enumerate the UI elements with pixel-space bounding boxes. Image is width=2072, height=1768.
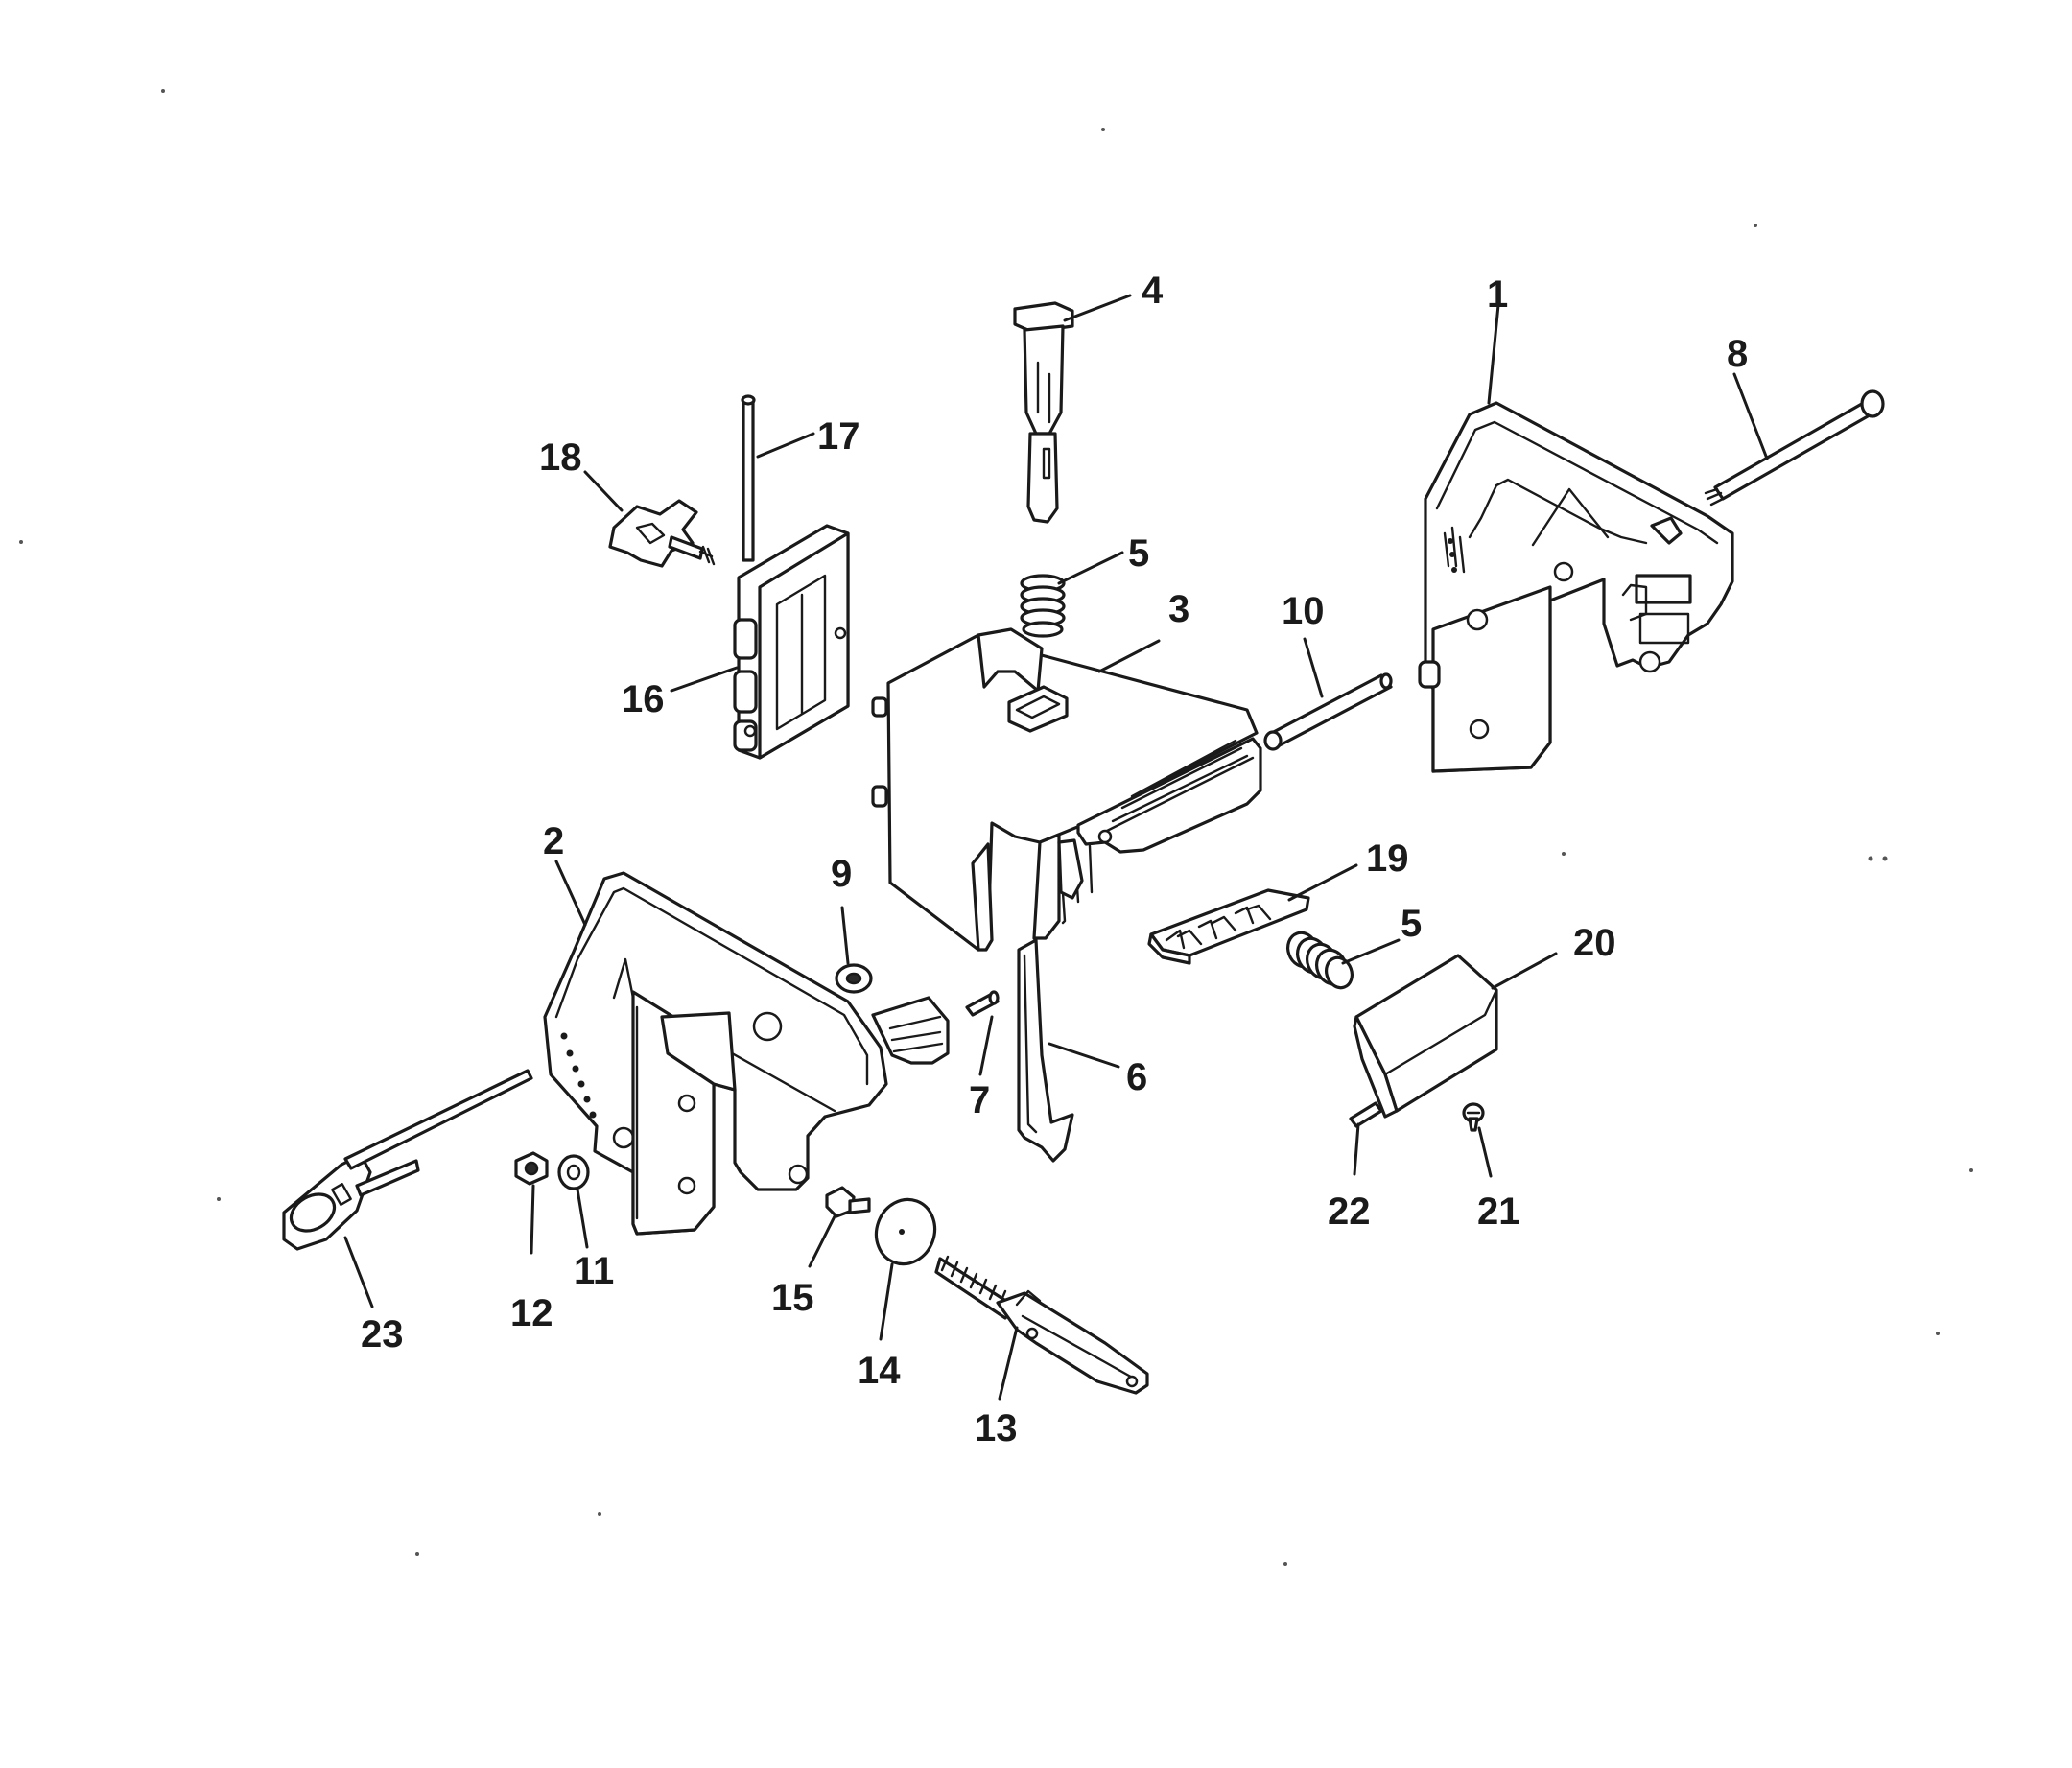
part-19-clip-plate <box>1147 888 1310 965</box>
callout-6: 6 <box>1126 1056 1147 1098</box>
callout-12: 12 <box>510 1292 553 1334</box>
part-23-handle-rod <box>282 1069 533 1251</box>
part-5-spring-lower <box>1286 931 1354 990</box>
callout-8: 8 <box>1727 333 1748 375</box>
callout-16: 16 <box>622 678 665 720</box>
part-12-nut <box>514 1151 549 1186</box>
callout-23: 23 <box>361 1313 404 1355</box>
callout-14: 14 <box>858 1350 901 1392</box>
part-17-rod <box>741 394 756 562</box>
part-9-washer <box>835 963 873 994</box>
callout-9: 9 <box>831 853 852 895</box>
callout-5-lower: 5 <box>1401 903 1422 945</box>
callout-4: 4 <box>1142 270 1164 312</box>
part-2-stern-bracket-left <box>543 871 950 1236</box>
callout-13: 13 <box>975 1407 1018 1450</box>
part-1-stern-bracket-right <box>1418 401 1734 773</box>
part-7-small-pin <box>965 990 1000 1017</box>
part-3-swivel-housing <box>871 627 1262 952</box>
callout-18: 18 <box>539 436 582 479</box>
part-14-disc-washer <box>874 1197 937 1266</box>
part-15-bolt <box>825 1186 871 1218</box>
callout-3: 3 <box>1168 588 1189 630</box>
part-8-long-bolt <box>1704 389 1885 507</box>
callout-17: 17 <box>817 415 860 458</box>
callout-5-upper: 5 <box>1128 532 1149 575</box>
part-4-plunger <box>1013 301 1074 524</box>
callout-labels: 1 2 3 4 5 5 6 7 8 9 10 11 12 13 14 15 16… <box>361 270 1748 1450</box>
callout-2: 2 <box>543 820 564 862</box>
part-22-small-pin <box>1349 1101 1383 1128</box>
part-10-pin <box>1263 672 1393 751</box>
callout-20: 20 <box>1573 922 1616 964</box>
part-21-screw <box>1462 1102 1485 1132</box>
callout-10: 10 <box>1282 590 1325 632</box>
callout-7: 7 <box>969 1079 990 1121</box>
callout-11: 11 <box>574 1250 614 1292</box>
part-11-washer <box>557 1154 590 1190</box>
part-16-hinge-bracket <box>733 524 850 760</box>
callout-15: 15 <box>771 1277 814 1319</box>
callout-21: 21 <box>1477 1190 1520 1233</box>
callout-19: 19 <box>1366 837 1409 880</box>
callout-22: 22 <box>1328 1190 1371 1233</box>
leader-lines <box>343 294 1769 1401</box>
part-6-latch-lever <box>1017 938 1074 1163</box>
part-18-thumb-knob <box>608 499 716 568</box>
part-13-clamp-screw <box>934 1255 1149 1395</box>
part-5-spring-upper <box>1020 574 1066 638</box>
scan-specks <box>19 89 1973 1566</box>
callout-1: 1 <box>1487 273 1508 316</box>
part-20-cover <box>1353 954 1498 1119</box>
